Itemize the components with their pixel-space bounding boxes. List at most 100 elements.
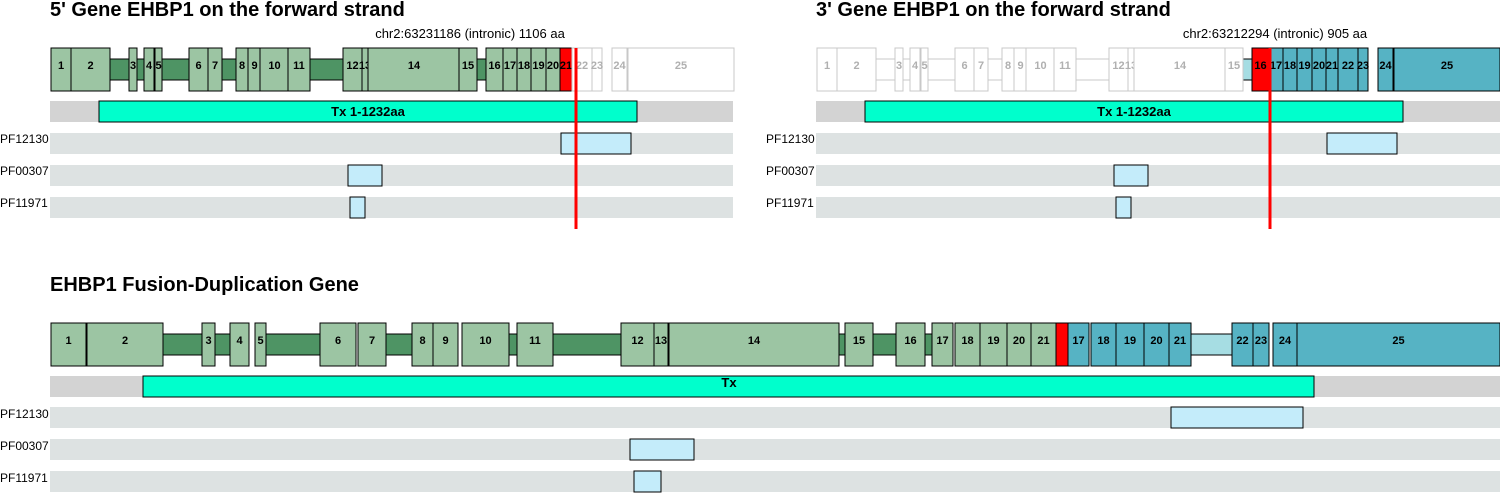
exon-box [207,47,223,92]
exon-number: 5 [257,335,263,347]
exon-number: 5 [155,60,161,72]
exon-number: 3 [896,60,902,72]
exon-box [458,47,478,92]
exon-number: 23 [591,60,603,72]
exon-box [1252,322,1270,367]
exon-box [668,322,840,367]
exon-box [86,322,164,367]
three-prime-title: 3' Gene EHBP1 on the forward strand [816,0,1171,21]
exon-number: 19 [532,60,544,72]
exon-number: 10 [268,60,280,72]
fusion-title: EHBP1 Fusion-Duplication Gene [50,274,359,296]
exon-number: 20 [1013,335,1025,347]
fusion-tx-bar [142,375,1315,398]
exon-number: 13 [655,335,667,347]
exon-box [254,322,267,367]
exon-box [894,47,904,92]
exon-number: 21 [1326,60,1338,72]
three-prime-panel: 3' Gene EHBP1 on the forward strand chr2… [766,0,1500,229]
five-prime-domain-box [349,196,366,219]
intron-segment [309,58,344,81]
intron-segment [987,58,1003,81]
exon-number: 2 [122,335,128,347]
three-prime-domain-box [1113,164,1149,187]
exon-number: 6 [961,60,967,72]
exon-number: 25 [675,60,687,72]
exon-number: 20 [1313,60,1325,72]
exon-box [70,47,111,92]
exon-box [954,322,981,367]
five-prime-domain-label: PF11971 [0,196,48,210]
intron-segment [385,333,413,356]
exon-number: 19 [1298,60,1310,72]
three-prime-domain-track [816,165,1500,186]
exon-number: 23 [1357,60,1369,72]
exon-box [1224,47,1244,92]
intron-segment [1190,333,1233,356]
three-prime-domain-label: PF00307 [766,164,815,178]
exon-box [909,47,921,92]
exon-box [931,322,954,367]
intron-segment [214,333,231,356]
fusion-domain-label: PF11971 [0,471,48,485]
exon-number: 19 [1124,335,1136,347]
exon-number: 12 [1112,60,1124,72]
exon-number: 17 [1270,60,1282,72]
exon-box [1133,47,1227,92]
exon-number: 14 [1174,60,1187,72]
intron-segment [927,58,956,81]
three-prime-domain-box [1115,196,1132,219]
exon-number: 21 [1037,335,1049,347]
three-prime-domain-track [816,197,1500,218]
five-prime-domain-track [50,197,733,218]
exon-number: 25 [1441,60,1453,72]
exon-number: 21 [560,60,572,72]
exon-box [143,47,155,92]
exon-number: 4 [236,335,243,347]
exon-box [979,322,1008,367]
exon-number: 1 [824,60,830,72]
exon-box [844,322,874,367]
exon-box [154,47,163,92]
exon-number: 2 [87,60,93,72]
exon-box [836,47,877,92]
exon-number: 17 [504,60,516,72]
exon-number: 3 [130,60,136,72]
exon-box [128,47,138,92]
exon-number: 1 [58,60,64,72]
exon-box [1393,47,1500,92]
exon-box [611,47,628,92]
exon-box [620,322,655,367]
exon-number: 17 [936,335,948,347]
exon-number: 15 [1228,60,1240,72]
intron-segment [508,333,518,356]
exon-number: 21 [1174,335,1186,347]
exon-number: 18 [1097,335,1109,347]
exon-box [1296,322,1500,367]
exon-box [895,322,926,367]
exon-box [627,47,735,92]
exon-box [319,322,357,367]
exon-number: 25 [1392,335,1404,347]
exon-box [920,47,929,92]
exon-number: 11 [293,60,305,72]
exon-number: 23 [1255,335,1267,347]
exon-box [201,322,216,367]
exon-number: 7 [978,60,984,72]
exon-number: 4 [146,60,153,72]
exon-number: 12 [631,335,643,347]
exon-number: 12 [346,60,358,72]
exon-box [1377,47,1394,92]
exon-box [432,322,459,367]
exon-number: 24 [1379,60,1392,72]
exon-number: 9 [442,335,448,347]
intron-segment [476,58,487,81]
intron-segment [161,58,190,81]
exon-number: 1 [65,335,71,347]
fusion-domain-track [50,407,1500,428]
exon-number: 22 [1236,335,1248,347]
